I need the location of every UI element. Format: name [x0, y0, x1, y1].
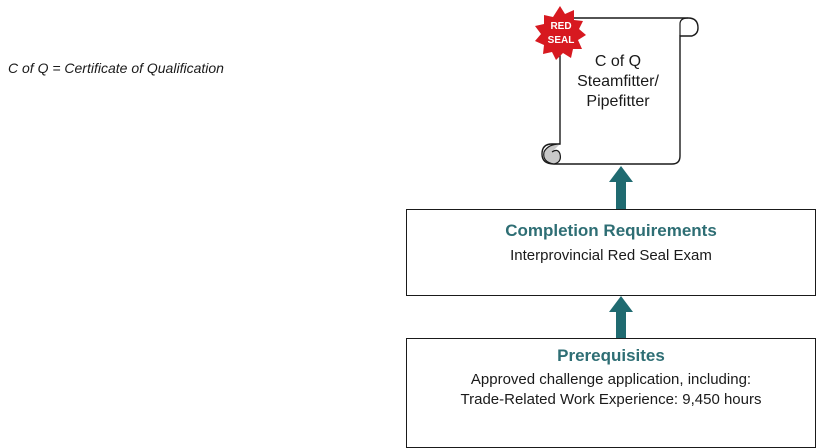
seal-text-line1: RED: [550, 21, 571, 32]
prerequisites-line: Approved challenge application, includin…: [470, 371, 752, 388]
prerequisites-line: Trade-Related Work Experience: 9,450 hou…: [460, 391, 762, 408]
certificate-title: C of Q Steamfitter/ Pipefitter: [560, 52, 676, 112]
footnote-text: C of Q = Certificate of Qualification: [8, 60, 224, 76]
prerequisites-box: Prerequisites Approved challenge applica…: [406, 338, 816, 448]
certificate-line: Steamfitter/: [577, 73, 659, 90]
certificate-line: Pipefitter: [586, 93, 650, 110]
seal-text-line2: SEAL: [548, 35, 575, 46]
completion-title: Completion Requirements: [505, 221, 717, 240]
certificate-scroll: RED SEAL: [535, 6, 699, 165]
completion-line: Interprovincial Red Seal Exam: [510, 247, 712, 264]
prerequisites-title: Prerequisites: [557, 346, 665, 365]
completion-requirements-box: Completion Requirements Interprovincial …: [406, 209, 816, 296]
arrow-up-icon: [609, 166, 633, 210]
certificate-line: C of Q: [594, 53, 642, 70]
arrow-up-icon: [609, 296, 633, 339]
red-seal-icon: [535, 6, 586, 60]
